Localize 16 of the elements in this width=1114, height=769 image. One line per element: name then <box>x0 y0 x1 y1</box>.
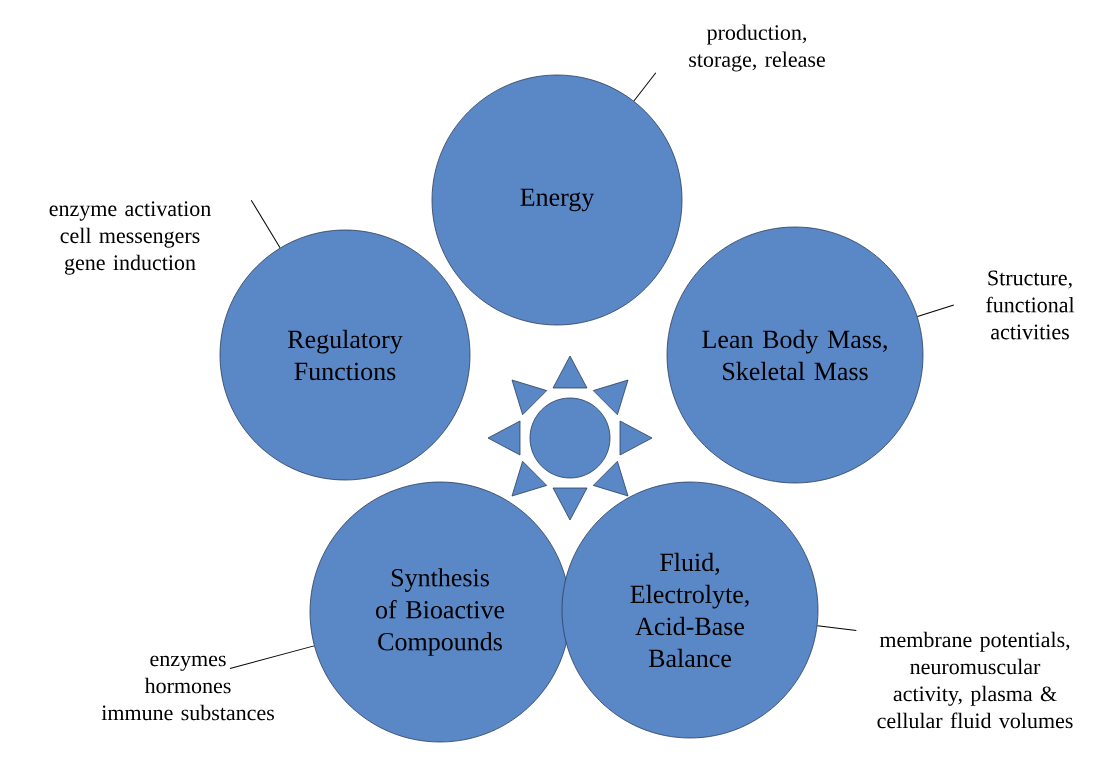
annotation-text: enzyme activation cell messengers gene induction <box>49 201 211 275</box>
leader-line <box>816 625 857 632</box>
annotation-text: enzymes hormones immune substances <box>101 655 274 721</box>
leader-line <box>633 72 657 102</box>
sun-circle <box>529 397 611 479</box>
leader-line <box>250 199 281 249</box>
circle-node: Synthesis of Bioactive Compounds <box>309 481 571 743</box>
leader-line <box>229 645 315 669</box>
leader-line <box>917 304 955 317</box>
circle-node: Lean Body Mass, Skeletal Mass <box>666 226 924 484</box>
circle-node: Regulatory Functions <box>219 229 471 481</box>
circle-node: Fluid, Electrolyte, Acid-Base Balance <box>561 481 819 739</box>
circle-node: Energy <box>431 74 683 326</box>
annotation-text: production, storage, release <box>689 24 825 72</box>
annotation-text: membrane potentials, neuromuscular activity, plasma & cellular fluid volumes <box>877 631 1073 729</box>
annotation-text: Structure, functional activities <box>986 270 1075 340</box>
